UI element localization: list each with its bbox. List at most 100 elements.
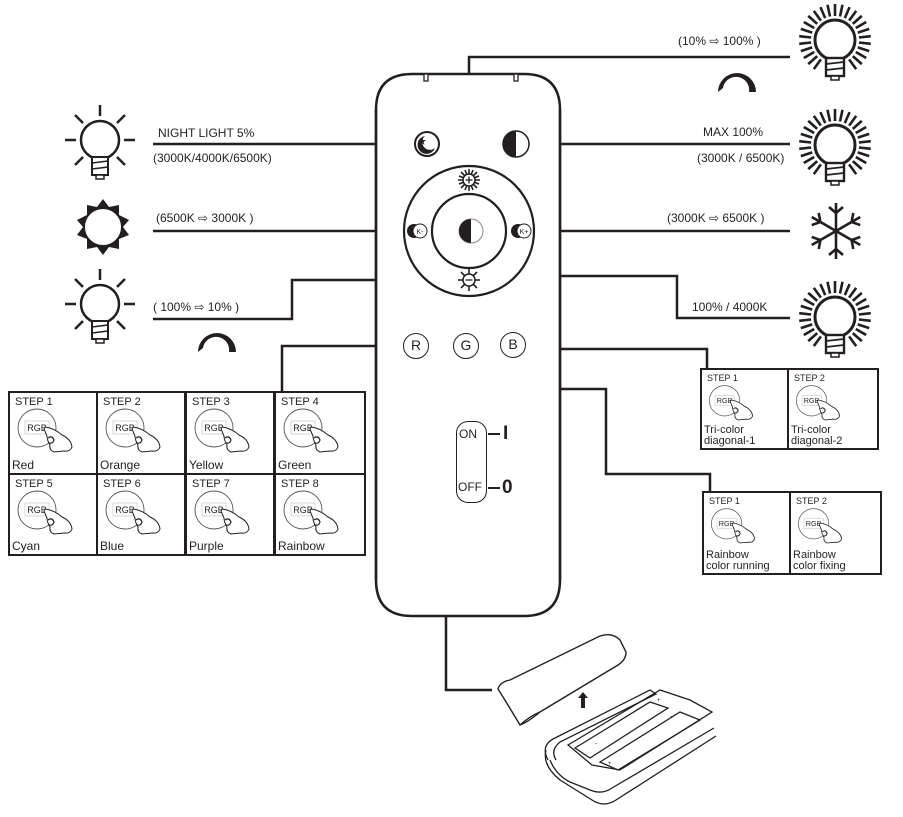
sun-icon-warm [77, 199, 129, 255]
r-step-tile: STEP 3 RGB Yellow [185, 391, 275, 475]
on-symbol: I [503, 423, 509, 444]
r-step-tile: STEP 5 RGB Cyan [8, 473, 98, 556]
step-label: STEP 2 [103, 396, 141, 408]
mode-label: Purple [189, 539, 224, 553]
b-button[interactable]: B [500, 332, 526, 358]
r-step-tile: STEP 8 RGB Rainbow [274, 473, 366, 556]
svg-text:K+: K+ [520, 229, 529, 236]
rgb-text: RGB [27, 505, 47, 515]
step-label: STEP 4 [281, 396, 319, 408]
r-step-tile: STEP 6 RGB Blue [96, 473, 186, 556]
battery-compartment-illustration: - + - + [544, 689, 717, 805]
rgb-text: RGB [804, 396, 820, 405]
mode-label: Blue [100, 539, 125, 553]
step-label: STEP 5 [15, 478, 53, 490]
rgb-press-icon: RGB [283, 408, 339, 453]
bulb-icon-center [797, 279, 873, 359]
center-mode-button[interactable] [458, 218, 484, 244]
mode-label: Orange [100, 458, 141, 472]
rgb-text: RGB [806, 519, 822, 528]
r-step-tile: STEP 2 RGB Orange [96, 391, 186, 475]
cool-shift-label: (3000K ⇨ 6500K ) [667, 211, 765, 225]
bulb-icon-bright [797, 2, 873, 82]
off-symbol: 0 [502, 477, 513, 498]
step-label: STEP 2 [794, 373, 825, 383]
dimmer-arc-icon [198, 333, 236, 352]
battery-cover-illustration [497, 633, 627, 726]
svg-text:-: - [595, 741, 597, 747]
rgb-press-icon: RGB [798, 508, 843, 544]
r-step-tile: STEP 1 RGB Red [8, 391, 98, 475]
max-temps-label: (3000K / 6500K) [697, 151, 785, 165]
off-leader-line [488, 487, 500, 489]
step-label: STEP 1 [709, 496, 740, 506]
mode-label: Rainbow [278, 539, 325, 553]
night-light-button[interactable] [414, 131, 440, 157]
brightness-down-button[interactable] [458, 269, 480, 291]
color-temp-up-button[interactable]: K+ [511, 223, 532, 239]
r-button[interactable]: R [403, 333, 429, 359]
night-light-temps-label: (3000K/4000K/6500K) [153, 151, 272, 165]
switch-off-label: OFF [458, 480, 482, 494]
bulb-icon-max [797, 107, 873, 187]
step-label: STEP 8 [281, 478, 319, 490]
switch-on-label: ON [459, 427, 477, 441]
svg-text:+: + [608, 761, 612, 767]
bulb-icon-dim [63, 267, 137, 345]
step-label: STEP 3 [192, 396, 230, 408]
up-arrow-icon [578, 692, 588, 708]
svg-text:+: + [657, 698, 661, 704]
rgb-press-icon: RGB [17, 408, 73, 453]
rgb-text: RGB [115, 423, 135, 433]
step-label: STEP 1 [15, 396, 53, 408]
rgb-press-icon: RGB [105, 490, 161, 535]
on-leader-line [488, 433, 500, 435]
rgb-press-icon: RGB [796, 385, 841, 421]
color-temp-down-button[interactable]: K- [407, 223, 428, 239]
svg-text:K-: K- [417, 229, 425, 236]
rgb-press-icon: RGB [17, 490, 73, 535]
svg-text:-: - [670, 714, 672, 720]
max-label: MAX 100% [703, 125, 764, 139]
g-button[interactable]: G [453, 333, 479, 359]
rgb-press-icon: RGB [283, 490, 339, 535]
brightness-arc-icon [718, 73, 756, 92]
r-step-tile: STEP 4 RGB Green [274, 391, 366, 475]
rgb-text: RGB [204, 423, 224, 433]
rgb-press-icon: RGB [194, 490, 250, 535]
brightness-up-button[interactable] [458, 169, 480, 191]
dim-down-label: ( 100% ⇨ 10% ) [153, 300, 240, 314]
power-switch[interactable] [456, 421, 487, 503]
rgb-text: RGB [27, 423, 47, 433]
step-label: STEP 7 [192, 478, 230, 490]
star-icon [418, 137, 426, 145]
rgb-text: RGB [293, 423, 313, 433]
snowflake-icon [806, 203, 866, 261]
r-step-tile: STEP 7 RGB Purple [185, 473, 275, 556]
warm-shift-label: (6500K ⇨ 3000K ) [156, 211, 254, 225]
rgb-text: RGB [717, 396, 733, 405]
bulb-icon-night-light [63, 103, 137, 181]
mode-label: Green [278, 458, 312, 472]
mode-label: Red [12, 458, 35, 472]
max-brightness-button[interactable] [502, 130, 530, 158]
rgb-text: RGB [293, 505, 313, 515]
bright-up-label: (10% ⇨ 100% ) [678, 34, 761, 48]
rgb-text: RGB [115, 505, 135, 515]
step-label: STEP 1 [707, 373, 738, 383]
night-light-label: NIGHT LIGHT 5% [158, 126, 255, 140]
rgb-text: RGB [204, 505, 224, 515]
step-label: STEP 2 [796, 496, 827, 506]
rgb-text: RGB [719, 519, 735, 528]
mode-label: Cyan [12, 539, 41, 553]
rgb-press-icon: RGB [711, 508, 756, 544]
rgb-press-icon: RGB [105, 408, 161, 453]
mode-label: Yellow [189, 458, 224, 472]
